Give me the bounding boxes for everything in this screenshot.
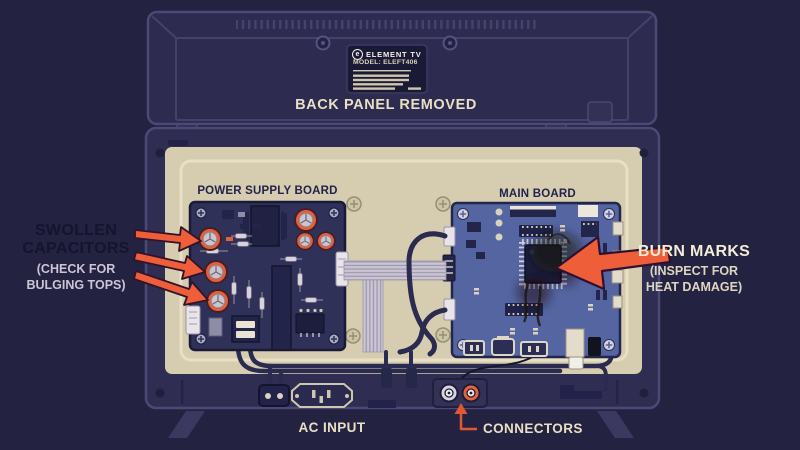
back-panel-bevel [175, 37, 629, 121]
screw-icon [435, 327, 451, 343]
rear-io-strip [258, 368, 602, 408]
cable-clip [560, 385, 602, 399]
audio-jack [588, 337, 601, 356]
psu-board [185, 200, 349, 352]
two-pin-connector [258, 384, 290, 407]
frame-screw-hole [639, 148, 649, 158]
hdmi-port [463, 340, 485, 356]
screw-icon [602, 338, 616, 352]
callout-title-line: SWOLLEN [34, 222, 118, 239]
tuner-module [565, 328, 585, 358]
arrow-icon-connectors [454, 403, 477, 431]
callout-sub-line: HEAT DAMAGE) [645, 280, 743, 294]
screw-icon [435, 196, 451, 212]
back-panel-notch [587, 101, 613, 123]
arrow-icon-burn [554, 235, 672, 291]
board-cables [397, 231, 448, 357]
screw-icon [456, 207, 470, 221]
capacitor-swollen-2 [204, 260, 228, 284]
callout-sub-line: BULGING TOPS) [26, 278, 126, 292]
brand-logo-icon: e [352, 49, 363, 60]
model-number: MODEL: ELEFT406 [353, 59, 418, 66]
plug-stub [406, 368, 417, 388]
capacitor [295, 231, 315, 251]
ac-input-label: AC INPUT [298, 420, 366, 435]
psu-left-connector [185, 305, 201, 335]
ac-inlet [291, 383, 353, 408]
arrow-icon-swollen-1 [134, 226, 202, 252]
psu-ic-chip [295, 308, 325, 337]
rca-connector-white [439, 383, 459, 403]
arrow-icon-swollen-3 [133, 270, 209, 306]
model-label-plate [346, 44, 428, 94]
burn-marks-callout: BURN MARKS (INSPECT FOR HEAT DAMAGE) [610, 243, 778, 295]
screw-icon [315, 35, 331, 51]
swollen-capacitors-callout: SWOLLEN CAPACITORS (CHECK FOR BULGING TO… [0, 222, 152, 293]
psu-board-title: POWER SUPPLY BOARD [197, 185, 338, 197]
main-board-title: MAIN BOARD [499, 188, 576, 200]
heatsink [231, 315, 260, 343]
callout-sub-line: (CHECK FOR [36, 262, 116, 276]
heatsink-channel [271, 265, 292, 351]
callout-title-line: BURN MARKS [637, 243, 751, 260]
tv-foot-left [168, 411, 205, 438]
screw-icon [602, 207, 616, 221]
callout-title-line: CAPACITORS [22, 240, 130, 257]
ribbon-cable [343, 260, 447, 353]
capacitor-swollen-1 [198, 227, 222, 251]
screw-icon [195, 333, 207, 345]
edge-connectors-left [442, 226, 456, 321]
capacitor [316, 231, 336, 251]
arrow-icons [133, 226, 672, 431]
usb-port [491, 336, 515, 356]
rca-connector-orange [461, 383, 481, 403]
screw-icon [195, 207, 207, 219]
plug-stub [381, 368, 392, 388]
capacitor [294, 208, 318, 232]
brand-name: ELEMENT TV [366, 50, 422, 59]
screw-icon [328, 207, 340, 219]
frame-screw-hole [155, 388, 165, 398]
rca-connector-panel [432, 378, 488, 408]
hdmi-port [520, 341, 548, 357]
screw-icon [346, 196, 362, 212]
arrow-icon-swollen-2 [133, 251, 206, 280]
frame-screw-hole [639, 388, 649, 398]
back-panel [146, 10, 658, 130]
capacitor-swollen-3 [206, 289, 230, 313]
callout-sub-line: (INSPECT FOR [649, 264, 739, 278]
back-panel-caption: BACK PANEL REMOVED [295, 97, 477, 113]
screw-icon [345, 328, 361, 344]
brand-row: e ELEMENT TV [352, 49, 422, 60]
screw-icon [328, 333, 340, 345]
tv-foot-right [597, 411, 634, 438]
screw-icon [442, 35, 458, 51]
psu-small-components [200, 210, 323, 318]
frame-screw-hole [155, 148, 165, 158]
connectors-label: CONNECTORS [483, 421, 583, 436]
vent-grille [236, 20, 536, 29]
